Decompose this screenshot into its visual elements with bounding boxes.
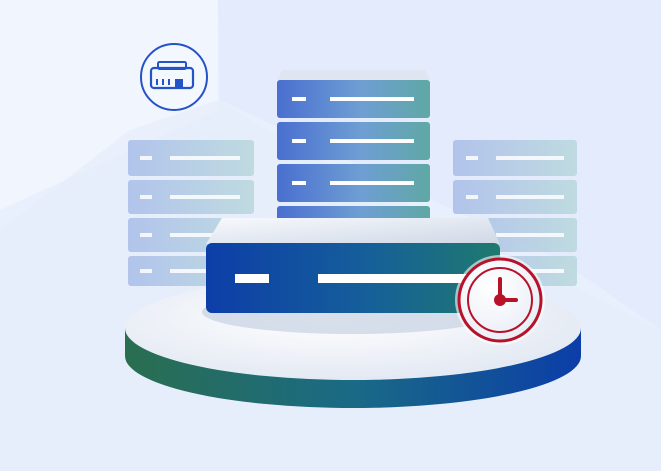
server-stack-center [277, 70, 430, 226]
server-unit-front [202, 218, 502, 334]
clock-icon [455, 255, 545, 345]
network-switch-icon [140, 43, 208, 111]
status-led [235, 274, 269, 283]
drive-slot [318, 274, 470, 283]
